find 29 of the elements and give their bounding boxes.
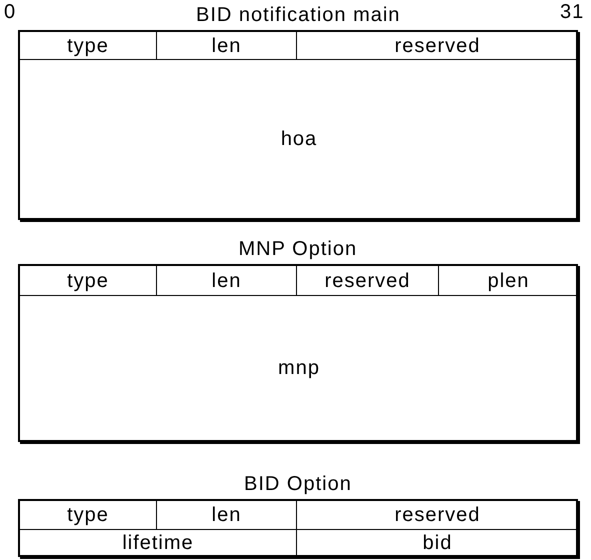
field-cell: [297, 266, 439, 296]
field-name: hoa: [280, 127, 318, 151]
field-cell: [157, 32, 297, 60]
field-name: len: [212, 268, 242, 292]
field-name: reserved: [324, 268, 410, 292]
frame-title: MNP Option: [238, 237, 358, 261]
field-name: type: [67, 34, 109, 58]
bit-number: 0: [4, 0, 16, 24]
field-cell: [20, 266, 157, 296]
field-cell: [157, 501, 297, 530]
field-cell: [20, 32, 157, 60]
field-name: bid: [422, 530, 452, 554]
packet-frame: [18, 499, 578, 557]
field-cell: [20, 501, 157, 530]
field-name: type: [67, 503, 109, 527]
frame-title: BID Option: [244, 472, 352, 496]
field-name: reserved: [394, 34, 480, 58]
field-name: lifetime: [122, 530, 194, 554]
field-cell: [157, 266, 297, 296]
field-name: len: [212, 34, 242, 58]
bit-number: 31: [560, 0, 584, 24]
field-name: len: [212, 503, 242, 527]
field-name: mnp: [278, 356, 320, 380]
field-name: reserved: [394, 503, 480, 527]
packet-frame: [18, 30, 578, 220]
field-name: plen: [488, 268, 530, 292]
frame-title: BID notification main: [196, 3, 400, 27]
packet-frame: [18, 264, 578, 442]
field-name: type: [67, 268, 109, 292]
